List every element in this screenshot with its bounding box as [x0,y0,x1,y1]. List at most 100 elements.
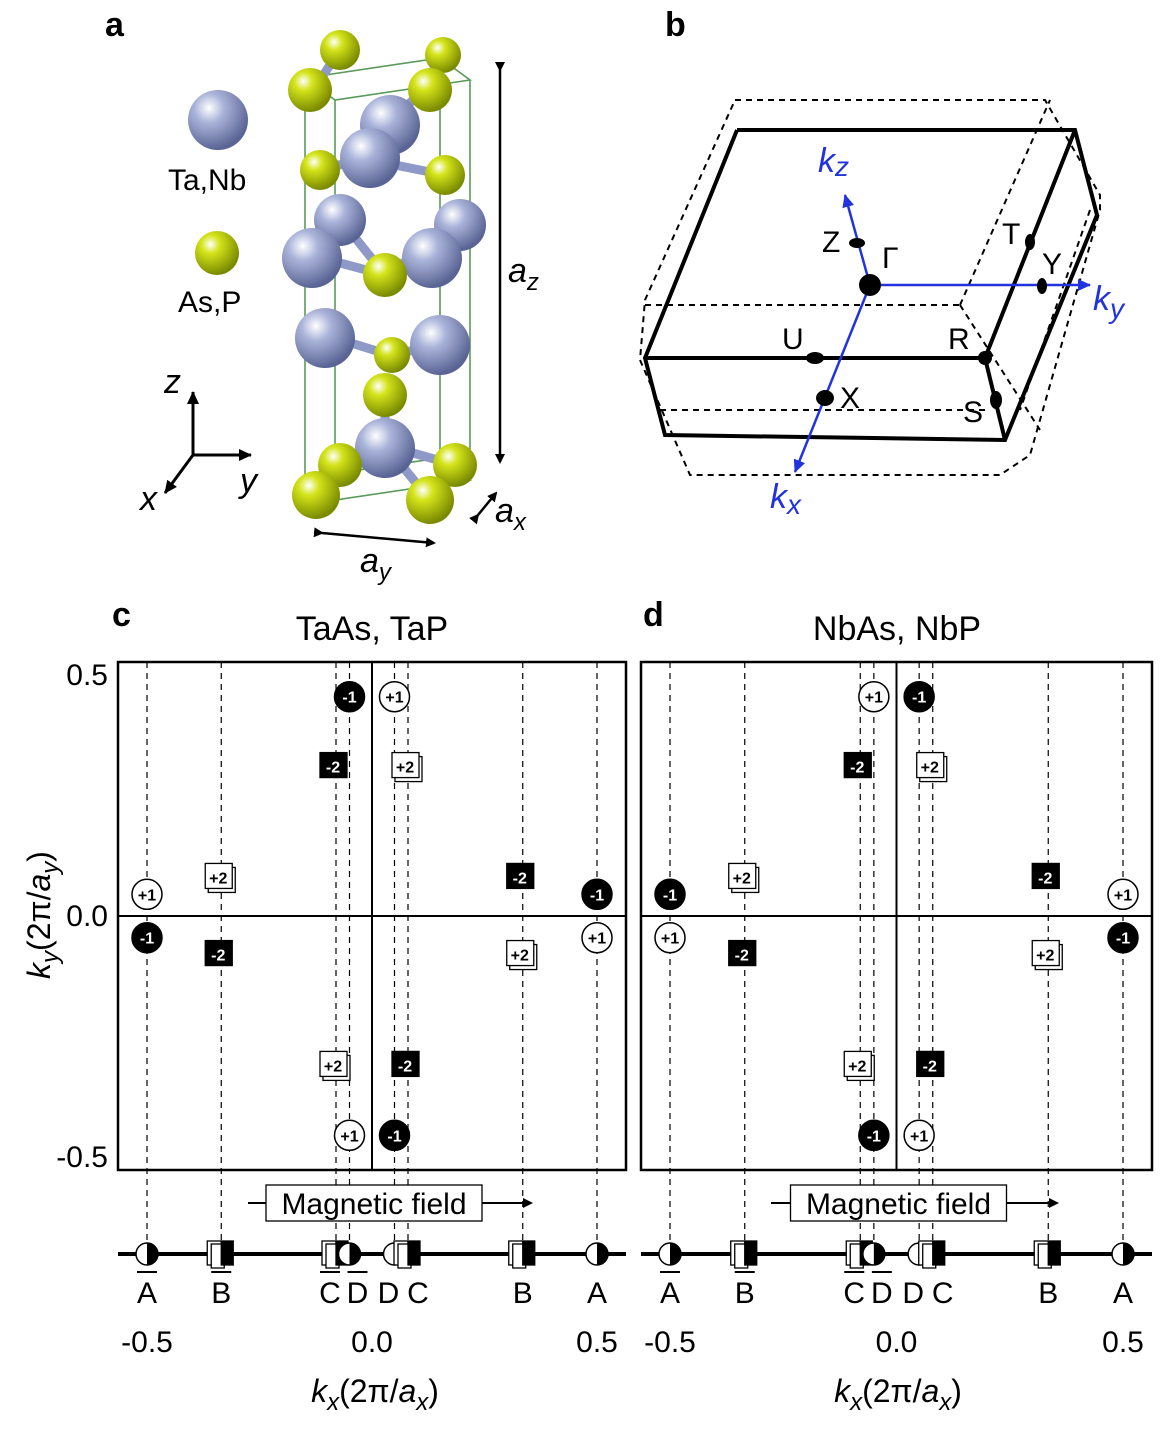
weyl-point: +2 [204,862,236,894]
legend-ta-nb-label: Ta,Nb [168,164,246,197]
chirality-label: -1 [912,690,926,707]
axis-x-label: x [138,480,158,518]
panel-d-letter: d [643,596,664,634]
point-S-label: S [963,396,983,429]
weyl-point-circle [333,680,366,713]
chirality-label: +2 [921,760,939,777]
weyl-point-circle [378,680,411,713]
projection-label-D-bar: D [347,1277,369,1310]
projection-label-C-bar: C [319,1277,341,1310]
weyl-point: +2 [843,1050,875,1082]
projected-node-D [337,1242,362,1266]
chirality-label: -1 [867,1128,881,1145]
chart-d-title: NbAs, NbP [813,610,981,648]
az-label: az [508,252,539,296]
kz-label: kz [818,142,849,182]
weyl-point-circle [1107,921,1139,954]
projection-label-C-bar: C [843,1277,865,1310]
projection-label-A: A [587,1277,607,1310]
magnetic-field-label: Magnetic field [281,1188,466,1221]
point-U-label: U [782,323,804,356]
chirality-label: -1 [1116,931,1130,948]
ky-label: ky [1093,280,1126,324]
projection-label-B-bar: B [735,1277,755,1310]
chirality-label: +1 [910,1128,928,1145]
chirality-label: +2 [396,760,414,777]
weyl-point-square [1031,939,1060,967]
magnetic-field-label: Magnetic field [806,1188,991,1221]
weyl-point: -1 [333,680,366,713]
weyl-point: -1 [581,878,613,911]
chirality-label: -2 [735,948,749,965]
weyl-point-circle [581,921,613,954]
weyl-point: +1 [581,921,613,954]
weyl-point-circle [654,878,686,911]
chirality-label: +1 [1114,887,1132,904]
panel-a: a Ta,Nb As,P z y x [105,6,539,586]
chirality-label: +1 [588,931,606,948]
chirality-label: +2 [1036,948,1054,965]
weyl-point-square [319,751,348,779]
point-R-label: R [948,323,970,356]
ax-label: ax [495,492,527,536]
weyl-point-circle [131,921,163,954]
projection-label-C: C [407,1277,429,1310]
ax-dimension-arrow [469,491,498,525]
weyl-point-square [916,1050,945,1078]
weyl-point-square [319,1050,348,1078]
chart-d-nbas-nbp: -1+1+2-2-2+1-1+2+2-1+1-2-2+2+1-1Magnetic… [639,660,1154,1359]
projected-node-half [147,1243,158,1265]
kx-label: kx [770,478,802,520]
weyl-point-square [843,751,872,779]
ay-dimension-arrow [313,527,436,548]
weyl-point: -1 [654,878,686,911]
panel-a-letter: a [105,6,125,44]
chirality-label: -1 [140,931,154,948]
weyl-point-square [843,1050,872,1078]
weyl-point-circle [654,921,686,954]
high-symmetry-points [806,234,1047,409]
point-Gamma-label: Γ [882,242,899,275]
chirality-label: -1 [663,887,677,904]
x-tick-label: 0.5 [1102,1326,1144,1359]
x-tick-label: -0.5 [644,1326,696,1359]
projected-node-A [1111,1242,1135,1266]
weyl-point: +1 [1107,878,1139,911]
point-Z-label: Z [822,226,840,259]
weyl-point-square [728,939,757,967]
weyl-point: -2 [843,751,872,779]
x-tick-label: 0.5 [576,1326,618,1359]
point-T-label: T [1002,218,1020,251]
chirality-label: +2 [511,948,529,965]
chirality-label: -1 [387,1128,401,1145]
projection-label-B-bar: B [211,1277,231,1310]
weyl-point: +1 [333,1119,366,1152]
chirality-label: -2 [1038,870,1052,887]
chirality-label: +1 [661,931,679,948]
weyl-point: +2 [391,751,423,783]
axis-y-label: y [238,462,259,500]
chirality-label: +2 [848,1058,866,1075]
weyl-point-circle [581,878,613,911]
panel-b: b kz ky kx [638,6,1126,520]
projected-node-square-black [932,1240,946,1266]
weyl-point: -2 [204,939,233,967]
weyl-point-circle [903,680,935,713]
as-p-atom-icon [195,231,239,275]
weyl-point: +2 [728,862,760,894]
weyl-point: -2 [916,1050,945,1078]
chirality-label: +1 [340,1128,358,1145]
panel-b-letter: b [665,6,686,44]
projection-label-D: D [902,1277,924,1310]
weyl-point: -2 [391,1050,420,1078]
weyl-point: +2 [1031,939,1063,971]
projected-node-square-black [407,1240,421,1266]
weyl-point-circle [378,1119,411,1152]
projected-node-square-black [1047,1240,1061,1266]
projection-label-B: B [1038,1277,1058,1310]
chart-d-x-axis-label: kx(2π/ax) [834,1373,962,1416]
projected-node-square-black [220,1240,234,1266]
projection-label-D-bar: D [871,1277,893,1310]
weyl-point-square [506,939,535,967]
projected-node-A [585,1242,609,1266]
